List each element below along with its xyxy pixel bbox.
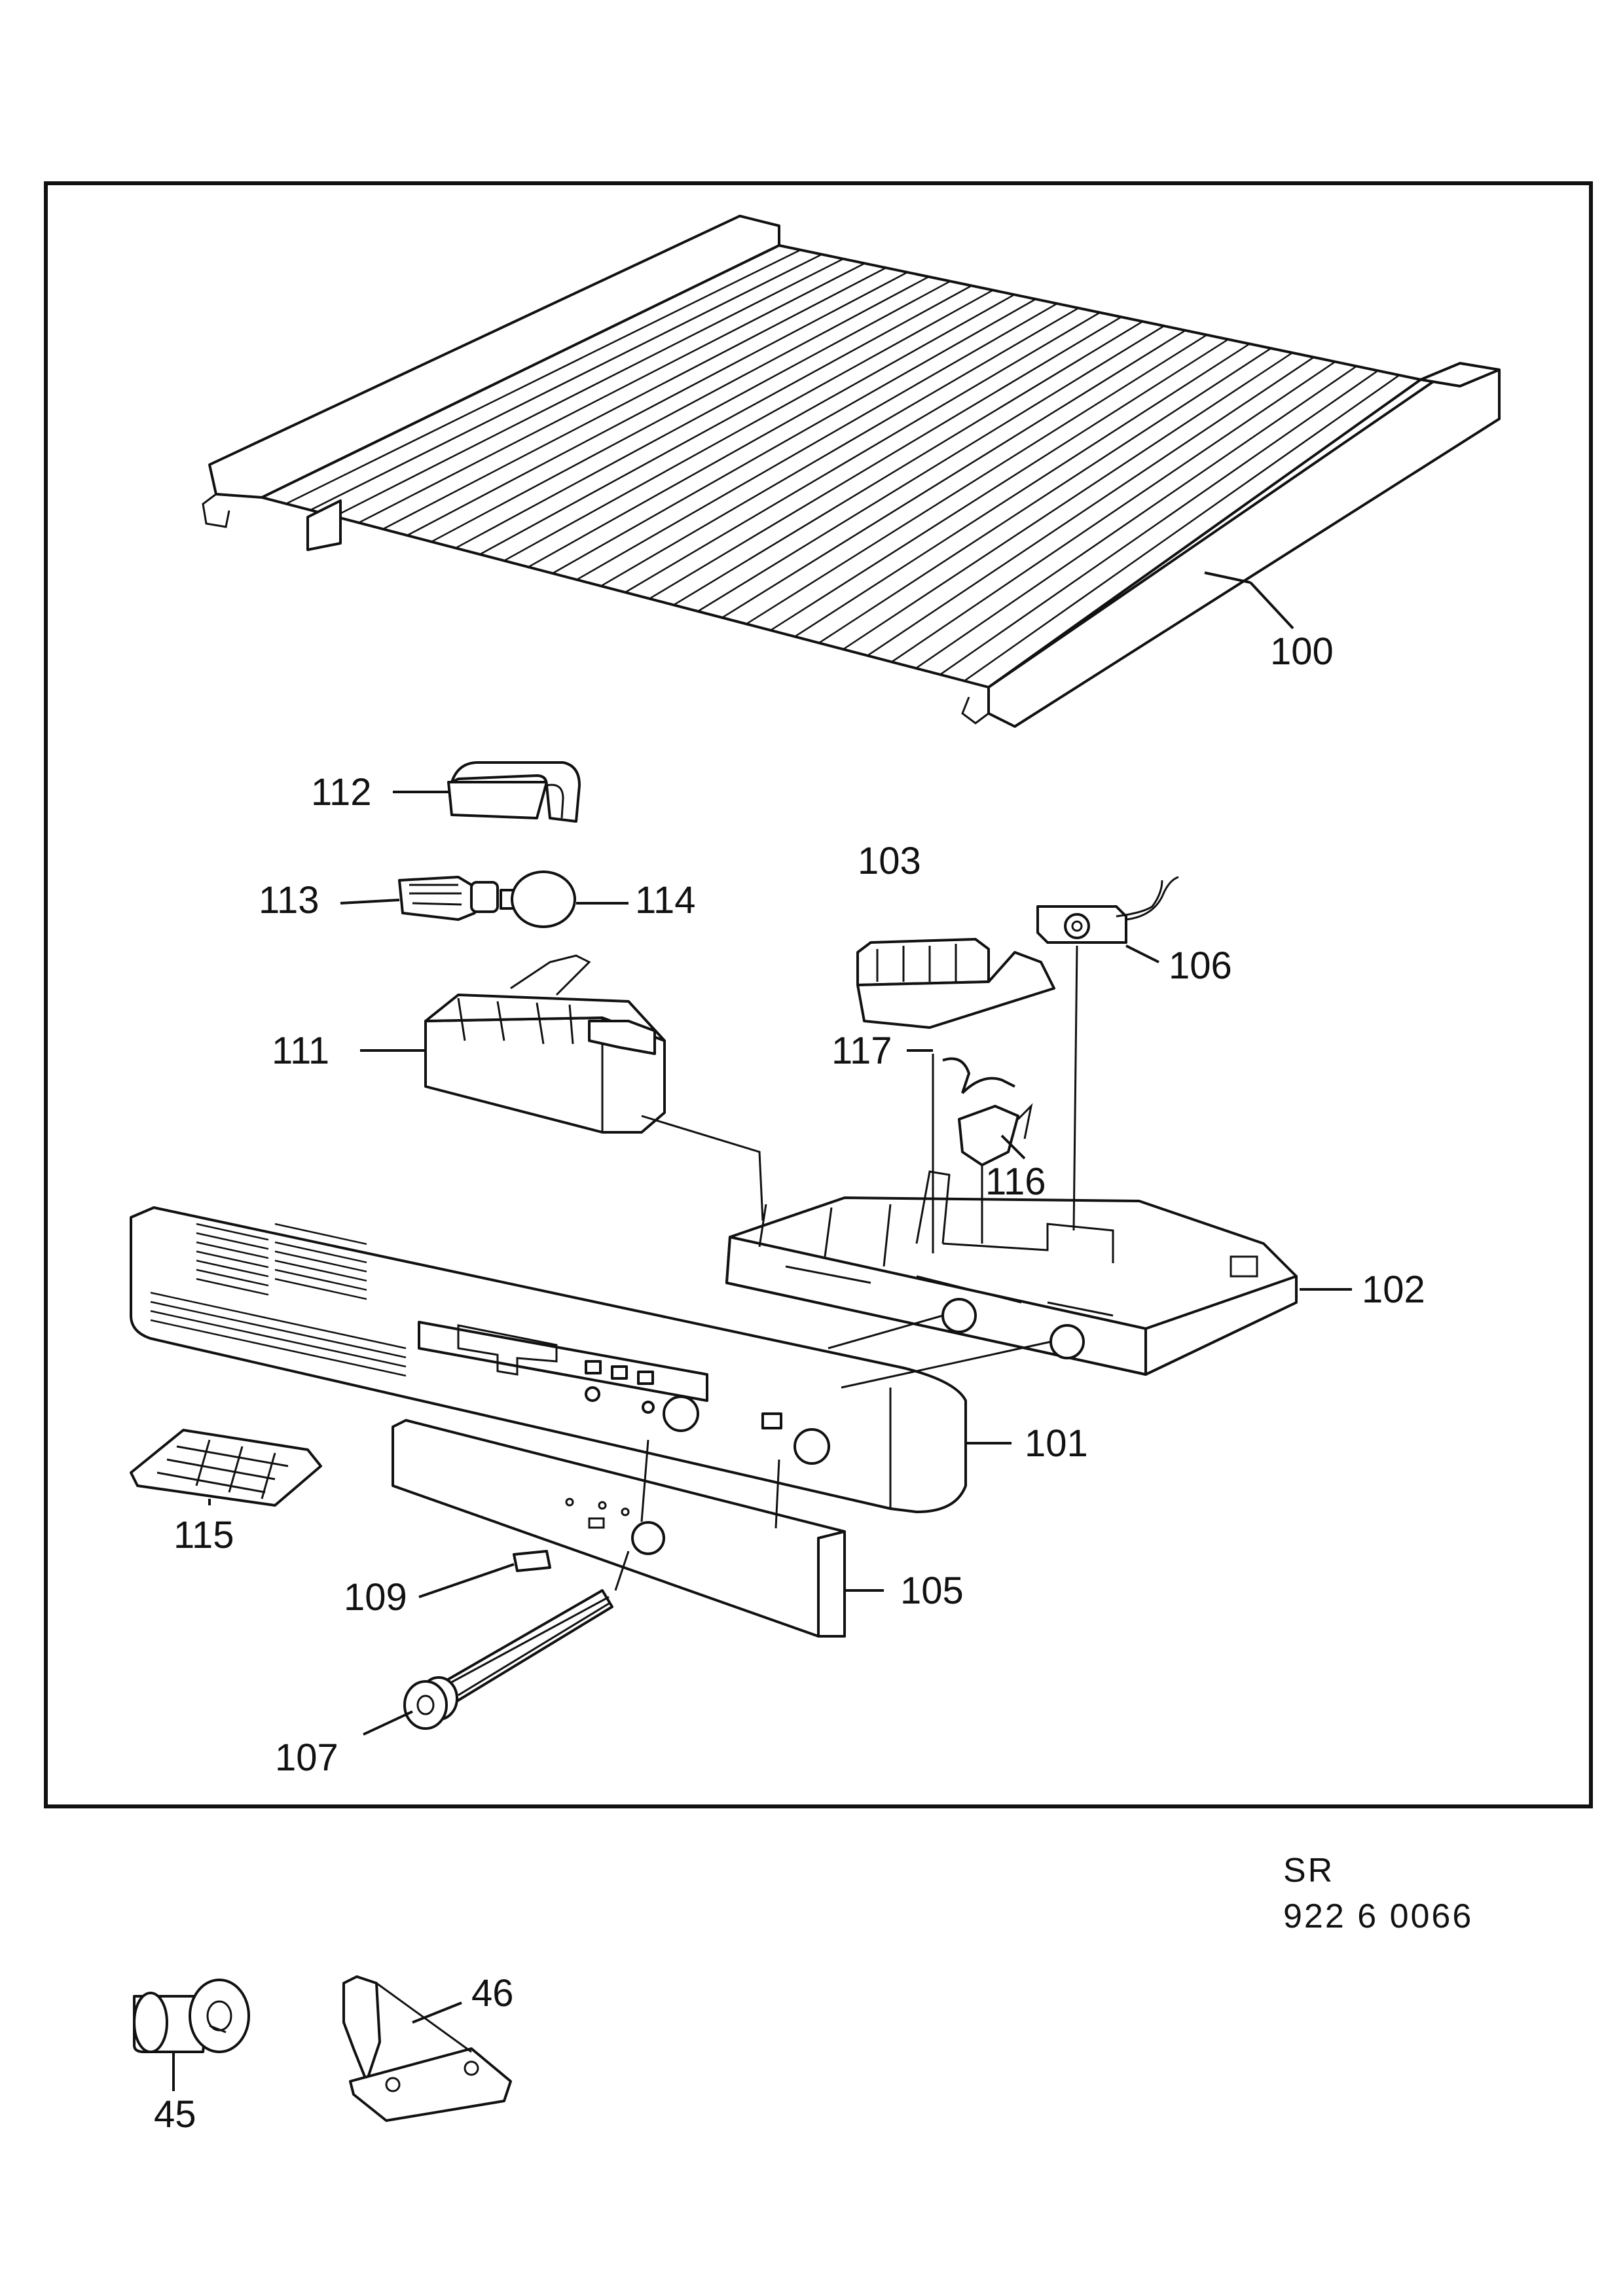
callout-45: 45 <box>154 2093 196 2136</box>
part-114-bulb <box>500 870 576 928</box>
callout-107: 107 <box>275 1736 338 1779</box>
part-101-front-panel <box>130 1206 967 1513</box>
callout-105: 105 <box>900 1570 964 1612</box>
leader-lines <box>172 571 1352 2091</box>
part-115-grille <box>130 1429 322 1507</box>
callout-114: 114 <box>635 879 695 922</box>
callout-116: 116 <box>985 1160 1046 1203</box>
callout-103: 103 <box>858 840 921 882</box>
callout-101: 101 <box>1025 1422 1088 1465</box>
caption-line-1: SR <box>1283 1852 1334 1890</box>
part-117-wire-spring <box>942 1057 1015 1094</box>
part-109-push-button <box>513 1550 551 1572</box>
panel-vents <box>150 1223 407 1377</box>
part-105-trim-strip <box>392 1419 846 1638</box>
shelf-slats <box>285 249 1400 682</box>
part-103-bracket <box>856 938 1055 1029</box>
callout-109: 109 <box>344 1576 407 1619</box>
part-113-lamp-holder <box>398 876 499 921</box>
diagram-frame <box>44 181 1593 1808</box>
part-107-control-shaft <box>403 1589 613 1730</box>
part-100-shelf <box>202 215 1501 728</box>
caption-line-2: 922 6 0066 <box>1283 1897 1473 1935</box>
callout-115: 115 <box>173 1514 234 1556</box>
part-106-thermostat <box>1036 876 1179 944</box>
part-45-knob <box>133 1979 250 2053</box>
part-111-lamp-housing <box>424 954 666 1134</box>
callout-117: 117 <box>831 1030 892 1072</box>
part-112-lamp-cover <box>447 761 581 823</box>
part-116-switch <box>958 1103 1033 1166</box>
callout-106: 106 <box>1169 944 1232 987</box>
part-102-control-box <box>725 1170 1298 1376</box>
callout-112: 112 <box>311 771 371 814</box>
callout-111: 111 <box>272 1030 329 1072</box>
callout-102: 102 <box>1362 1268 1425 1311</box>
callout-100: 100 <box>1270 630 1334 673</box>
part-46-hinge-bracket <box>342 1975 512 2122</box>
callout-46: 46 <box>471 1972 514 2015</box>
callout-113: 113 <box>259 879 319 922</box>
